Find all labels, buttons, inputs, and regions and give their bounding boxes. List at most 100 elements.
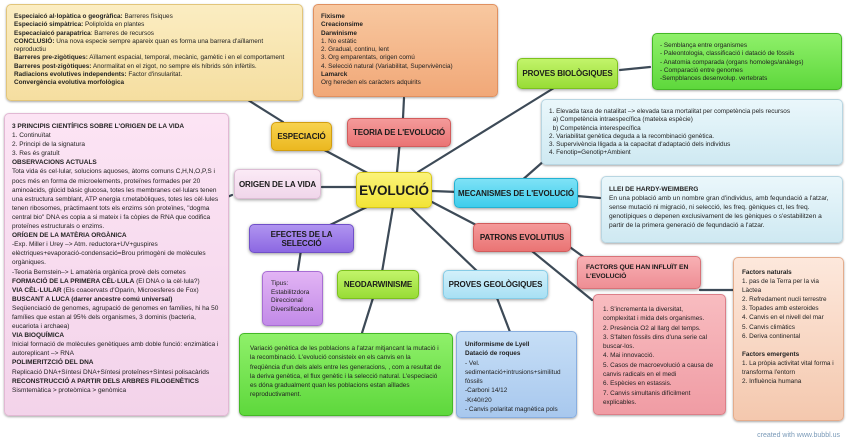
- note-line-text: (El DNA o la cèl·lula?): [134, 277, 200, 285]
- note-line-heading: Convergència evolutiva morfològica: [14, 79, 125, 87]
- link-center-mecanismes: [430, 189, 460, 194]
- note-line: 2. Presència O2 al llarg del temps.: [603, 324, 716, 333]
- note-line-text: Estabilitzdora: [271, 288, 310, 296]
- note-line: LLEI DE HARDY-WEIMBERG: [609, 185, 835, 194]
- note-line: 1. S'incrementa la diversitat, complexit…: [603, 305, 716, 324]
- note-line: Diversificadora: [271, 306, 314, 315]
- note-line: Factors naturals: [742, 268, 835, 277]
- note-line-text: 7. Canvis simultanis difícilment explica…: [603, 389, 693, 406]
- note-line-heading: RECONSTRUCCIÓ A PARTIR DELS ARBRES FILOG…: [12, 377, 199, 385]
- note-line-heading: Barreres post-zigòtiques:: [14, 62, 92, 70]
- note-line-text: -Carboni 14/12: [465, 387, 508, 395]
- note-line: Datació de roques: [465, 349, 568, 358]
- note-line: 3. Topades amb esteroides: [742, 304, 835, 313]
- note-line-text: 4. Canvis en el nivell del mar: [742, 314, 824, 322]
- note-line-heading: Darwinisme: [321, 29, 357, 37]
- note-line: Org hereden els caràcters adquirits: [321, 79, 490, 87]
- note-line-text: Org hereden els caràcters adquirits: [321, 79, 421, 87]
- note-line: Convergència evolutiva morfològica: [14, 79, 295, 87]
- note-line: Especaciaicó parapatrica: Barreres de re…: [14, 30, 295, 38]
- note-line-text: 4. Fenotip=Genotip+Ambient: [549, 149, 631, 157]
- note-line-text: Barreres físiques: [122, 13, 173, 20]
- note-line-text: 2. Variabilitat genètica deguda a la rec…: [549, 132, 715, 140]
- note-line-heading: 3 PRINCIPIS CIENTÍFICS SOBRE L'ORIGEN DE…: [12, 123, 185, 130]
- node-label: NEODARWINISME: [343, 280, 413, 289]
- note-line-text: 3. Topades amb esteroides: [742, 305, 819, 313]
- note-line-text: - Comparació entre genomes: [660, 66, 743, 74]
- node-label: PROVES GEOLÒGIQUES: [448, 280, 543, 289]
- note-line: 4. Canvis en el nivell del mar: [742, 313, 835, 322]
- note-line: VIA CÈL·LULAR (Els coacervats d'Oparin, …: [12, 286, 221, 295]
- note-line: 6. Espècies en estassis.: [603, 379, 716, 388]
- note-line: 3. Res és gratuït: [12, 149, 221, 158]
- note-line: Fixisme: [321, 13, 490, 21]
- note-line-text: 2. Presència O2 al llarg del temps.: [603, 324, 701, 332]
- note-line-text: Direccional: [271, 297, 303, 304]
- note-line-heading: Fixisme: [321, 13, 345, 20]
- node-label: MECANISMES DE L'EVOLUCIÓ: [458, 188, 574, 198]
- note-line-text: 1. Elevada taxa de natalitat –> elevada …: [549, 108, 791, 115]
- note-line-text: - Paleontologia, classificació i datació…: [660, 50, 795, 58]
- note-line-heading: ORÍGEN DE LA MATÈRIA ORGÀNICA: [12, 232, 127, 240]
- note-line: OBSERVACIONS ACTUALS: [12, 158, 221, 167]
- note-line: Radiacions evolutives independents: Fact…: [14, 71, 295, 79]
- note-line-text: 3. S'falten fòssils dins d'una serie cal…: [603, 333, 709, 351]
- center-node-evolucio[interactable]: EVOLUCIÓ: [356, 172, 432, 208]
- note-line: 6. Deriva continental: [742, 332, 835, 341]
- note-line-text: a) Competència intraespecífica (mateixa …: [549, 116, 693, 124]
- note-line-text: (Els coacervats d'Oparin, Microesferes d…: [61, 286, 199, 294]
- proves-biologiques-note: - Semblança entre organismes- Paleontolo…: [652, 33, 842, 90]
- note-line-text: 1. Continuïtat: [12, 132, 51, 140]
- node-factors-influit[interactable]: FACTORS QUE HAN INFLUÏT EN L'EVOLUCIÓ: [577, 256, 701, 289]
- note-line: 2. Gradual, continu, lent: [321, 46, 490, 54]
- node-proves-geologiques[interactable]: PROVES GEOLÒGIQUES: [443, 270, 548, 299]
- node-neodarwinisme[interactable]: NEODARWINISME: [337, 270, 419, 299]
- node-efectes-seleccio[interactable]: EFECTES DE LA SELECCIÓ: [249, 224, 354, 253]
- note-line-heading: Lamarck: [321, 71, 348, 79]
- center-label: EVOLUCIÓ: [359, 182, 429, 198]
- note-line: b) Competència interespecífica: [549, 125, 835, 133]
- note-line: - Vel. sedimentació+intrusions+similitud…: [465, 359, 568, 387]
- note-line: Tota vida és cel·lular, solucions aquose…: [12, 167, 221, 231]
- note-line-text: 5. Canvis climàtics: [742, 323, 795, 331]
- note-line: 2. Principi de la signatura: [12, 140, 221, 149]
- note-line-text: 1. S'incrementa la diversitat, complexit…: [603, 306, 705, 323]
- note-line: 3. Org emparentats, origen comú: [321, 54, 490, 62]
- note-line: [742, 341, 835, 350]
- note-line: 5. Casos de macroevolució a causa de can…: [603, 361, 716, 380]
- note-line-text: 2. Refredament nucli terrestre: [742, 296, 827, 304]
- note-line-text: 4. Selecció natural (Variabilitat, Super…: [321, 62, 453, 70]
- node-label: TEORIA DE L'EVOLUCIÓ: [352, 128, 446, 137]
- node-especiacio[interactable]: ESPECIACIÓ: [271, 122, 332, 151]
- note-line: 2. Variabilitat genètica deguda a la rec…: [549, 133, 835, 141]
- note-line: - Anatomia comparada (organs homolegs/an…: [660, 59, 834, 67]
- note-line: -Teoria Bernstein–> L amatèria orgànica …: [12, 268, 221, 277]
- note-line-text: 1. No estàtic: [321, 37, 357, 45]
- note-line: 2. Influència humana: [742, 377, 835, 386]
- note-line: -Kr40/r20: [465, 396, 568, 405]
- node-patrons-evolutius[interactable]: PATRONS EVOLUTIUS: [473, 223, 571, 252]
- credit-text: created with www.bubbl.us: [757, 432, 840, 439]
- node-proves-biologiques[interactable]: PROVES BIOLÒGIQUES: [517, 58, 618, 89]
- note-line-text: : Barreres de recursos: [90, 29, 154, 37]
- link-proves-bio-note: [618, 65, 652, 72]
- node-origen-vida[interactable]: ORIGEN DE LA VIDA: [234, 169, 321, 199]
- note-line: 3. S'falten fòssils dins d'una serie cal…: [603, 333, 716, 352]
- note-line: 1. La pròpia activitat vital forma i tra…: [742, 359, 835, 377]
- note-line: RECONSTRUCCIÓ A PARTIR DELS ARBRES FILOG…: [12, 377, 221, 386]
- note-line-heading: Datació de roques: [465, 350, 521, 358]
- note-line: ORÍGEN DE LA MATÈRIA ORGÀNICA: [12, 231, 221, 240]
- note-line-heading: Radiacions evolutives independents:: [14, 71, 127, 79]
- note-line-heading: Uniformisme de Lyell: [465, 341, 530, 348]
- link-patrons-note: [525, 245, 594, 302]
- note-line: -Exp. Miller i Urey –> Atm. reductora+UV…: [12, 240, 221, 267]
- note-line-heading: OBSERVACIONS ACTUALS: [12, 159, 97, 167]
- note-line-text: - Anatomia comparada (organs homolegs/an…: [660, 58, 804, 66]
- node-mecanismes-evolucio[interactable]: MECANISMES DE L'EVOLUCIÓ: [454, 178, 578, 208]
- node-teoria-evolucio[interactable]: TEORIA DE L'EVOLUCIÓ: [347, 118, 451, 147]
- node-label: PATRONS EVOLUTIUS: [479, 233, 565, 242]
- node-label: ESPECIACIÓ: [277, 132, 326, 141]
- note-line-text: 1. pas de la Terra per la via Làctea: [742, 278, 821, 295]
- note-line-heading: CONCLUSIÓ:: [14, 37, 55, 45]
